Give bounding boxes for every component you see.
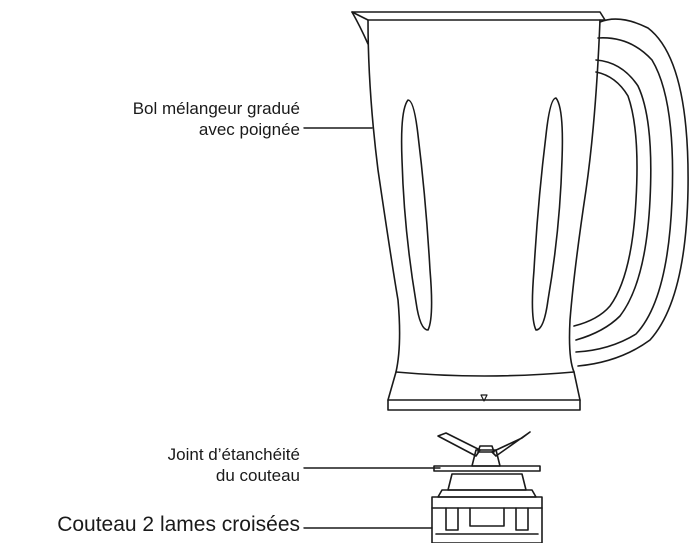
blade-base xyxy=(431,496,543,543)
jar-rim xyxy=(351,11,606,21)
blade-base-notch-3 xyxy=(515,507,529,531)
label-bowl-line1: Bol mélangeur gradué xyxy=(132,99,300,118)
label-blade: Couteau 2 lames croisées xyxy=(57,512,300,538)
seal-joint xyxy=(433,465,541,472)
blender-jar xyxy=(351,11,689,411)
label-joint-line1: Joint d’étanchéité xyxy=(167,445,300,464)
jar-base xyxy=(387,399,581,411)
jar-base-top xyxy=(395,371,575,377)
blade-collar xyxy=(447,473,527,491)
label-bowl-line2: avec poignée xyxy=(198,120,300,140)
blade-right xyxy=(491,431,531,457)
jar-rib-right xyxy=(531,97,564,331)
blade-hub-top xyxy=(477,445,495,453)
blade-collar-rim xyxy=(437,489,537,498)
blade-base-notch-1 xyxy=(445,507,459,531)
label-joint: Joint d’étanchéité du couteau xyxy=(168,444,300,487)
jar-handle-inner2 xyxy=(573,71,638,327)
blade-left xyxy=(437,432,481,457)
jar-base-marker xyxy=(480,394,488,402)
jar-handle-outer xyxy=(577,18,689,367)
jar-left-wall xyxy=(367,19,401,401)
jar-spout xyxy=(351,11,369,45)
jar-handle-outer2 xyxy=(575,37,674,353)
blade-assembly xyxy=(431,431,543,543)
label-bowl: Bol mélangeur gradué avec poignée xyxy=(133,98,300,141)
label-blade-line1: Couteau 2 lames croisées xyxy=(57,513,300,536)
jar-right-wall xyxy=(568,19,601,401)
jar-rib-left xyxy=(400,99,433,331)
jar-handle-inner xyxy=(575,59,652,341)
blade-base-notch-2 xyxy=(469,507,505,527)
label-joint-line2: du couteau xyxy=(215,466,300,486)
